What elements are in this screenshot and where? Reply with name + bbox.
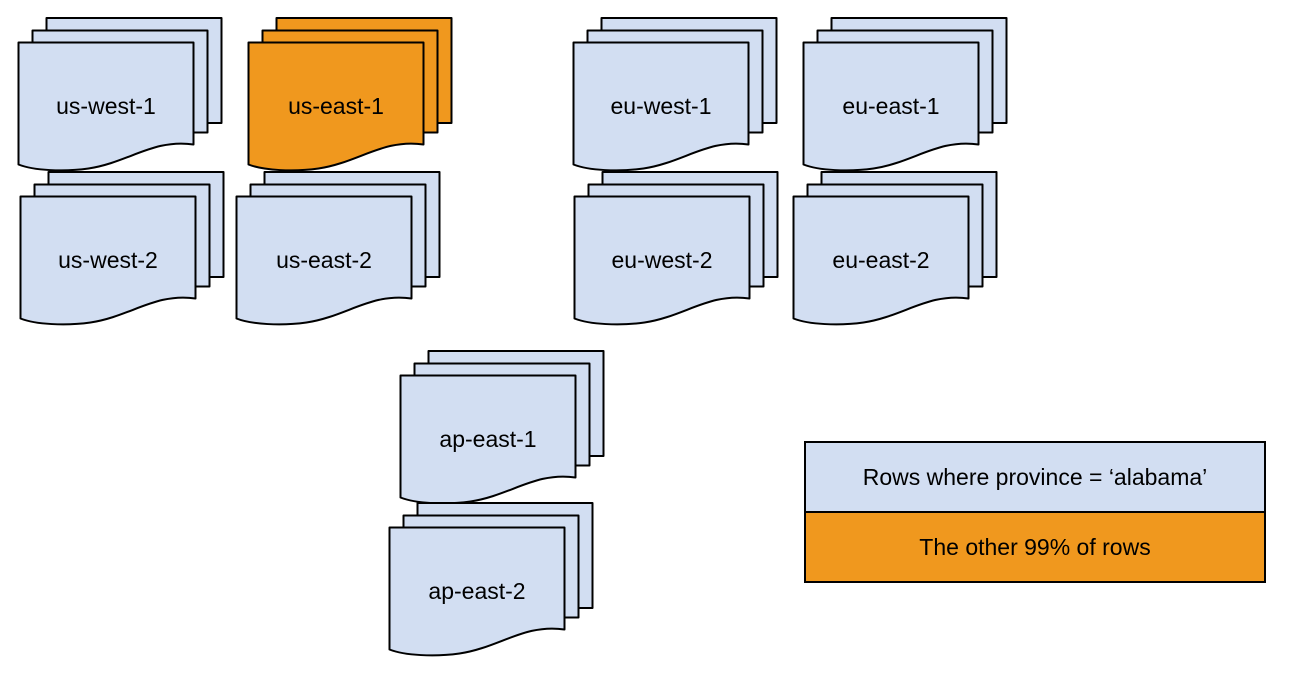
region-label: eu-east-1 — [842, 93, 939, 119]
region-label: us-east-1 — [288, 93, 384, 119]
document-page-front — [792, 195, 970, 326]
region-stack-ap-east-1: ap-east-1 — [399, 350, 605, 505]
region-stack-us-east-2: us-east-2 — [235, 171, 441, 326]
region-label: us-west-1 — [56, 93, 156, 119]
region-stack-eu-east-1: eu-east-1 — [802, 17, 1008, 172]
document-page-front — [19, 195, 197, 326]
region-label: eu-west-1 — [611, 93, 712, 119]
legend-item-other-rows: The other 99% of rows — [806, 511, 1264, 581]
document-page-front — [17, 41, 195, 172]
region-stack-us-west-1: us-west-1 — [17, 17, 223, 172]
document-page-front — [802, 41, 980, 172]
region-stack-eu-west-1: eu-west-1 — [572, 17, 778, 172]
document-page-front — [247, 41, 425, 172]
region-label: eu-east-2 — [832, 247, 929, 273]
region-stack-us-west-2: us-west-2 — [19, 171, 225, 326]
region-label: us-east-2 — [276, 247, 372, 273]
region-label: ap-east-2 — [428, 578, 525, 604]
document-page-front — [388, 526, 566, 657]
region-label: us-west-2 — [58, 247, 158, 273]
region-stack-eu-east-2: eu-east-2 — [792, 171, 998, 326]
region-label: ap-east-1 — [439, 426, 536, 452]
legend-item-alabama-rows: Rows where province = ‘alabama’ — [806, 443, 1264, 511]
region-stack-eu-west-2: eu-west-2 — [573, 171, 779, 326]
document-page-front — [235, 195, 413, 326]
document-page-front — [399, 374, 577, 505]
region-stack-us-east-1: us-east-1 — [247, 17, 453, 172]
region-label: eu-west-2 — [612, 247, 713, 273]
legend-item-label: The other 99% of rows — [919, 533, 1151, 560]
region-stack-ap-east-2: ap-east-2 — [388, 502, 594, 657]
legend: Rows where province = ‘alabama’ The othe… — [804, 441, 1266, 583]
document-page-front — [573, 195, 751, 326]
legend-item-label: Rows where province = ‘alabama’ — [862, 463, 1208, 490]
document-page-front — [572, 41, 750, 172]
